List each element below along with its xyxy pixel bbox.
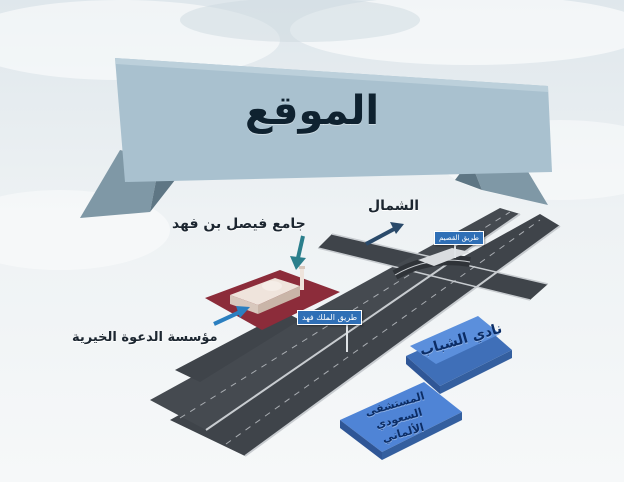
hospital-block	[340, 382, 462, 460]
mosque-building	[230, 266, 305, 314]
north-arrow-icon	[365, 222, 404, 246]
mosque-label: جامع فيصل بن فهد	[172, 216, 306, 232]
page-title: الموقع	[244, 88, 380, 134]
king-fahd-road-sign: طريق الملك فهد	[297, 310, 363, 325]
north-label: الشمال	[368, 198, 420, 214]
main-highway	[170, 214, 560, 456]
dawah-pointer-arrow-icon	[213, 306, 250, 326]
youth-club-block	[406, 316, 512, 394]
dawah-foundation-label: مؤسسة الدعوة الخيرية	[72, 330, 218, 345]
mosque-pointer-arrow-icon	[290, 235, 306, 270]
qassim-road-sign: طريق القصيم	[434, 231, 484, 245]
